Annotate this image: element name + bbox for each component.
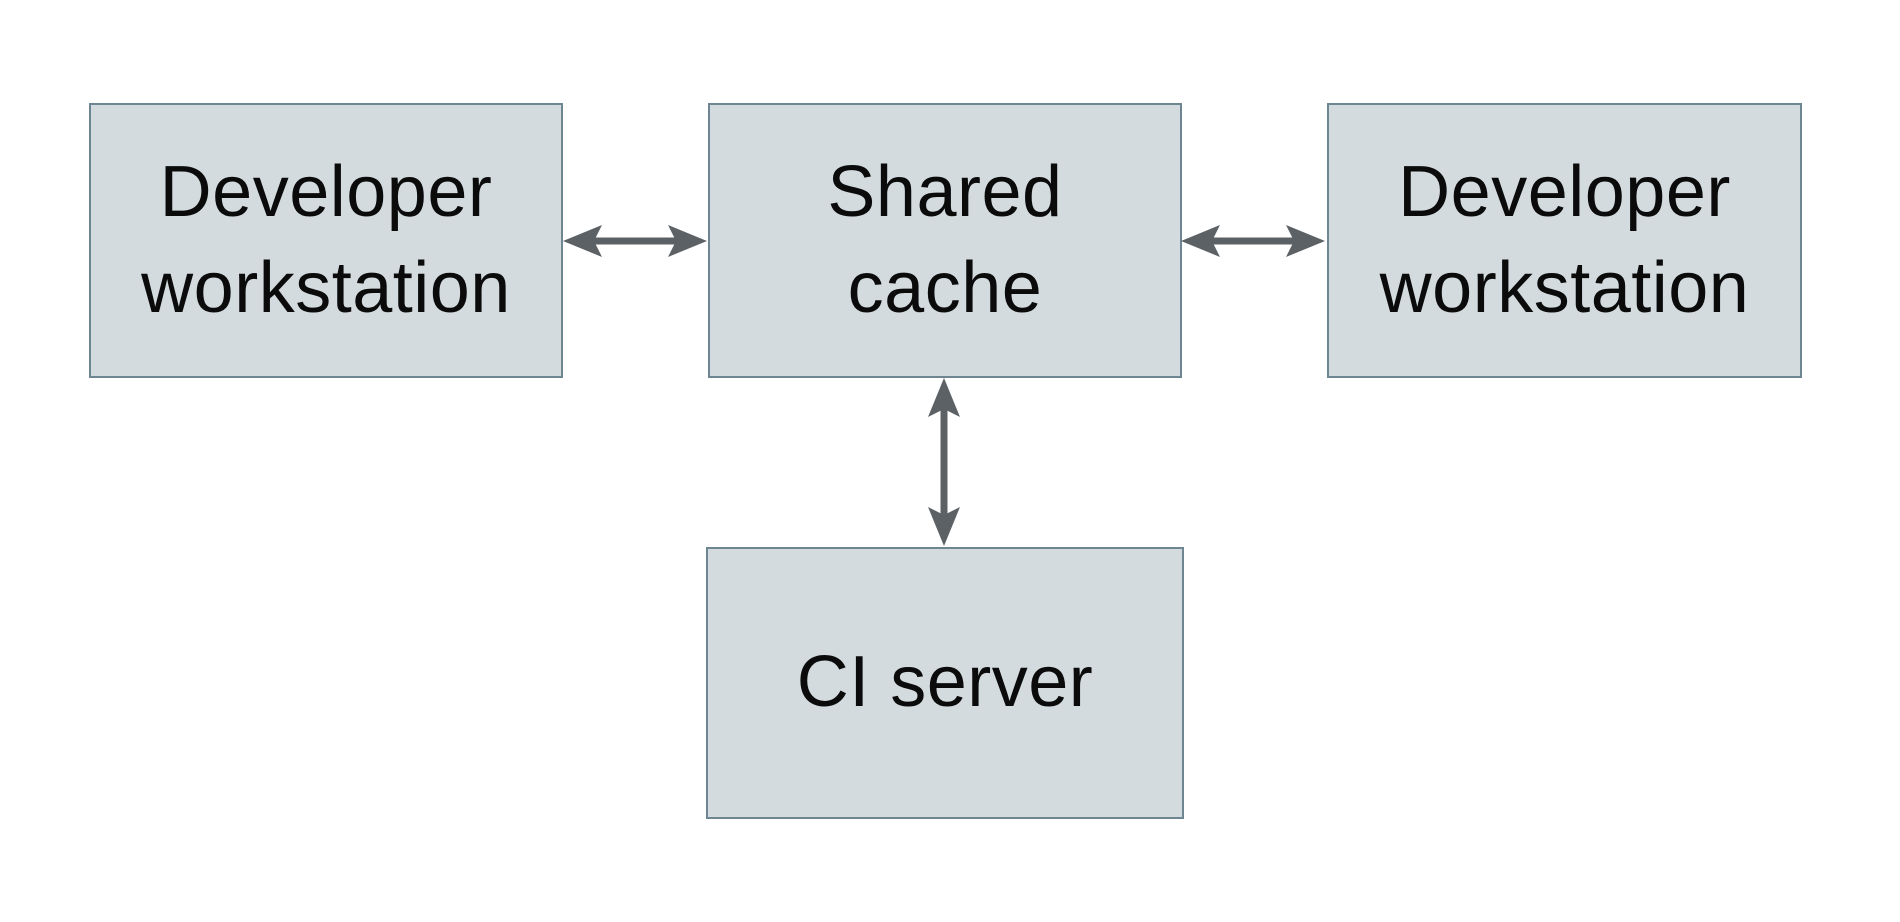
bidirectional-arrow-left-cache-icon — [561, 211, 709, 271]
node-label-ci-server: CI server — [797, 635, 1094, 731]
node-ci-server: CI server — [706, 547, 1184, 819]
node-developer-workstation-right: Developer workstation — [1327, 103, 1802, 378]
bidirectional-arrow-cache-right-icon — [1179, 211, 1327, 271]
node-label-developer-workstation-right: Developer workstation — [1380, 145, 1750, 337]
node-developer-workstation-left: Developer workstation — [89, 103, 563, 378]
bidirectional-arrow-cache-ci-icon — [914, 376, 974, 548]
node-label-shared-cache: Shared cache — [827, 145, 1062, 337]
node-label-developer-workstation-left: Developer workstation — [141, 145, 511, 337]
node-shared-cache: Shared cache — [708, 103, 1182, 378]
